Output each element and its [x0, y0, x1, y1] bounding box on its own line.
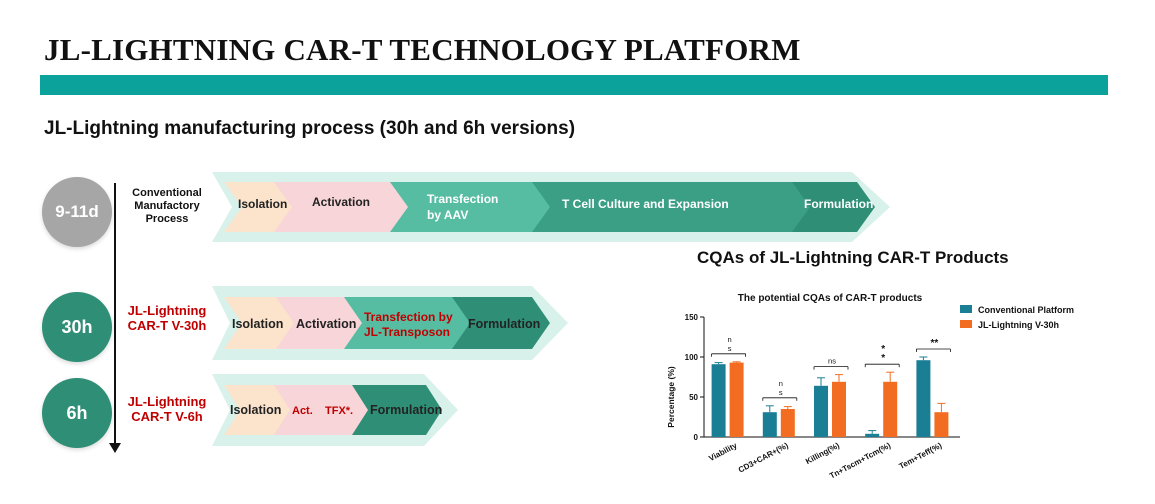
bar — [883, 381, 898, 437]
y-tick-label: 100 — [685, 353, 699, 362]
step-label: T Cell Culture and Expansion — [562, 197, 729, 211]
bar — [780, 409, 795, 437]
significance-label: s — [779, 388, 783, 397]
row-label-line: CAR-T V-6h — [131, 409, 203, 424]
step-activation-chevron — [274, 182, 415, 232]
process-subtitle: JL-Lightning manufacturing process (30h … — [44, 118, 576, 139]
row-label-6h: JL-Lightning CAR-T V-6h — [116, 394, 218, 424]
row-label-conventional: Conventional Manufactory Process — [118, 187, 216, 226]
duration-badge-30h: 30h — [42, 292, 112, 362]
flow-conventional: Isolation Activation Transfection by AAV… — [212, 172, 890, 242]
bar — [934, 412, 949, 437]
step-label: Transfection by — [364, 310, 453, 324]
step-transfection-chevron — [390, 182, 560, 232]
row-label-line: Manufactory — [134, 200, 200, 212]
step-formulation-chevron — [792, 182, 875, 232]
step-label: Isolation — [230, 403, 281, 417]
step-label: TFX*. — [325, 405, 353, 417]
y-tick-label: 0 — [694, 433, 699, 442]
bar — [832, 381, 846, 437]
page-title: JL-LIGHTNING CAR-T TECHNOLOGY PLATFORM — [44, 32, 801, 67]
timeline-arrowhead — [109, 443, 121, 453]
significance-label: s — [728, 344, 732, 353]
significance-label: * — [881, 353, 885, 364]
significance-label: ns — [828, 357, 836, 366]
row-label-line: CAR-T V-30h — [127, 318, 207, 333]
duration-badge-conventional: 9-11d — [42, 177, 112, 247]
duration-badge-6h: 6h — [42, 378, 112, 448]
step-formulation-chevron — [452, 297, 550, 349]
bar — [916, 360, 931, 437]
x-tick-label: Killing(%) — [804, 441, 841, 466]
significance-label: n — [728, 335, 732, 344]
row-label-30h: JL-Lightning CAR-T V-30h — [116, 303, 218, 333]
bar — [711, 364, 726, 437]
y-tick-label: 150 — [685, 313, 699, 322]
row-label-line: Process — [145, 213, 189, 225]
chart-plot: 050100150nsViabilitynsCD3+CAR+(%)nsKilli… — [685, 313, 960, 481]
bar — [814, 385, 828, 437]
significance-label: * — [881, 344, 885, 355]
step-label: Act. — [292, 405, 313, 417]
step-culture-chevron — [532, 182, 820, 232]
y-tick-label: 50 — [689, 393, 698, 402]
legend-swatch — [960, 320, 972, 328]
step-label: Isolation — [232, 317, 283, 331]
step-label: Formulation — [804, 197, 873, 211]
step-activation-chevron — [276, 297, 370, 349]
step-label: Formulation — [370, 403, 442, 417]
legend-label: Conventional Platform — [978, 305, 1074, 315]
step-transfection-chevron — [344, 297, 478, 349]
chart-title: The potential CQAs of CAR-T products — [738, 293, 923, 304]
step-label: Formulation — [468, 317, 540, 331]
row-label-line: JL-Lightning — [127, 394, 207, 409]
significance-label: n — [779, 379, 783, 388]
flow-30h: Isolation Activation Transfection by JL-… — [212, 286, 568, 360]
flow-6h: Isolation Act. TFX*. Formulation — [212, 374, 458, 446]
row-label-line: JL-Lightning — [127, 303, 207, 318]
step-label: Activation — [296, 317, 356, 331]
step-label: Isolation — [238, 197, 287, 211]
x-tick-label: CD3+CAR+(%) — [737, 441, 790, 475]
significance-label: ** — [931, 338, 939, 349]
bar — [762, 412, 777, 437]
x-tick-label: Tem+Teff(%) — [898, 441, 944, 471]
step-label: JL-Transposon — [364, 325, 450, 339]
x-tick-label: Viability — [707, 441, 739, 464]
timeline-axis — [114, 183, 116, 445]
row-label-line: Conventional — [132, 187, 202, 199]
step-label: by AAV — [427, 208, 468, 222]
title-accent-bar — [40, 75, 1108, 95]
cqa-bar-chart: The potential CQAs of CAR-T products Per… — [666, 293, 1074, 481]
cqa-heading: CQAs of JL-Lightning CAR-T Products — [697, 248, 1009, 267]
step-label: Activation — [312, 195, 370, 209]
step-tfx-chevron — [308, 385, 376, 435]
step-label: Transfection — [427, 192, 498, 206]
legend-swatch — [960, 305, 972, 313]
bar — [865, 433, 880, 437]
step-isolation-chevron — [224, 385, 298, 435]
chart-ylabel: Percentage (%) — [666, 366, 676, 428]
step-formulation-chevron — [352, 385, 442, 435]
bar — [729, 362, 744, 437]
legend-label: JL-Lightning V-30h — [978, 320, 1059, 330]
